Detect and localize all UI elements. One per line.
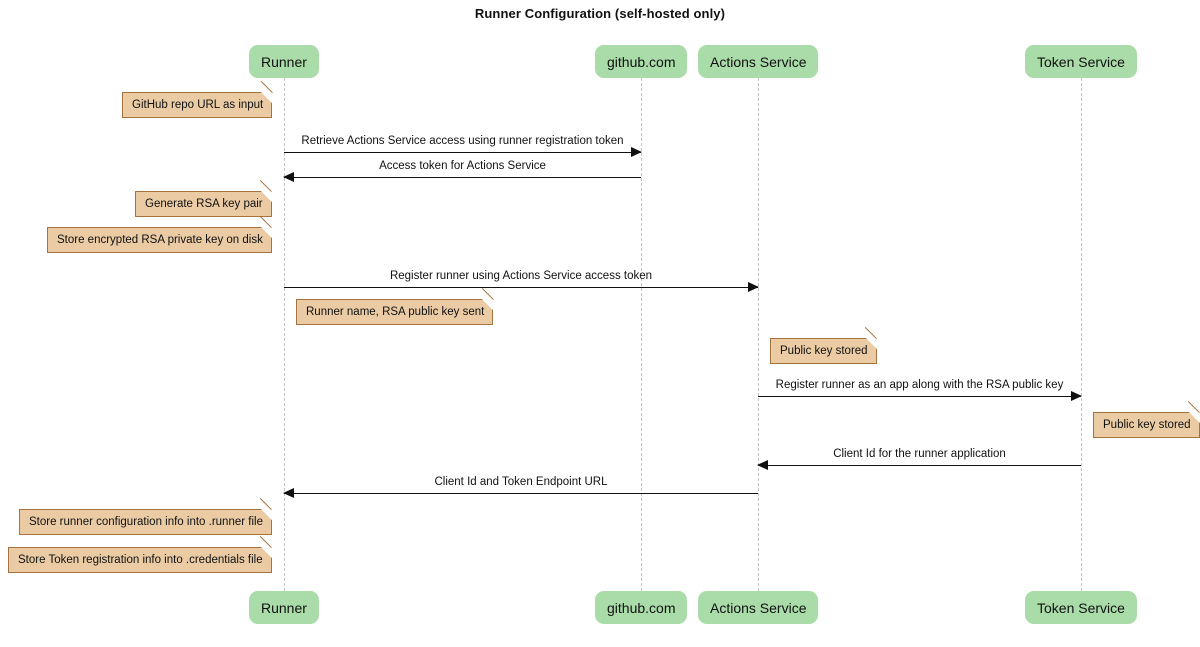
note-label: Store encrypted RSA private key on disk <box>57 234 263 246</box>
arrowhead-right-icon <box>748 282 759 292</box>
participant-label: Token Service <box>1037 599 1125 616</box>
participant-bottom-actions[interactable]: Actions Service <box>698 591 819 624</box>
message-label: Retrieve Actions Service access using ru… <box>301 135 624 147</box>
note-fold-line <box>481 288 494 300</box>
note-fold-edge <box>260 227 272 238</box>
note-n6: Public key stored <box>1093 401 1200 438</box>
participant-label: github.com <box>607 53 676 70</box>
note-label: GitHub repo URL as input <box>132 99 264 111</box>
note-label: Public key stored <box>1103 419 1191 431</box>
message-label: Access token for Actions Service <box>379 160 546 172</box>
message-m2[interactable]: Access token for Actions Service <box>283 160 641 182</box>
participant-label: Actions Service <box>710 599 807 616</box>
arrowhead-left-icon <box>757 460 768 470</box>
arrowhead-right-icon <box>1071 391 1082 401</box>
participant-label: github.com <box>607 599 676 616</box>
note-n7: Store runner configuration info into .ru… <box>19 498 272 535</box>
note-label: Store runner configuration info into .ru… <box>29 516 263 528</box>
message-line <box>758 396 1081 397</box>
note-n1: GitHub repo URL as input <box>122 81 273 118</box>
note-label: Public key stored <box>780 345 868 357</box>
participant-top-actions[interactable]: Actions Service <box>698 45 819 78</box>
participant-bottom-runner[interactable]: Runner <box>249 591 319 624</box>
note-fold-line <box>1187 401 1200 413</box>
note-fold-line <box>260 498 272 510</box>
message-m1[interactable]: Retrieve Actions Service access using ru… <box>284 135 642 157</box>
arrowhead-left-icon <box>283 488 294 498</box>
note-fold-edge <box>260 509 272 520</box>
note-label: Store Token registration info into .cred… <box>18 554 263 566</box>
message-m6[interactable]: Client Id and Token Endpoint URL <box>283 476 758 498</box>
note-fold-edge <box>261 92 273 103</box>
lifeline-actions <box>758 78 759 591</box>
message-line <box>758 465 1081 466</box>
participant-label: Runner <box>261 53 307 70</box>
participant-top-runner[interactable]: Runner <box>249 45 319 78</box>
note-label: Runner name, RSA public key sent <box>306 306 485 318</box>
message-line <box>284 287 758 288</box>
participant-label: Actions Service <box>710 53 807 70</box>
message-line <box>284 152 641 153</box>
message-m3[interactable]: Register runner using Actions Service ac… <box>284 270 759 292</box>
message-label: Client Id for the runner application <box>833 448 1006 460</box>
message-m5[interactable]: Client Id for the runner application <box>757 448 1081 470</box>
participant-bottom-token[interactable]: Token Service <box>1025 591 1137 624</box>
message-label: Register runner as an app along with the… <box>775 379 1064 391</box>
page-title: Runner Configuration (self-hosted only) <box>474 6 726 21</box>
note-fold-line <box>260 81 273 93</box>
message-m4[interactable]: Register runner as an app along with the… <box>758 379 1082 401</box>
participant-bottom-github[interactable]: github.com <box>595 591 688 624</box>
message-line <box>284 493 758 494</box>
note-fold-edge <box>482 299 494 310</box>
note-fold-edge <box>260 191 272 202</box>
message-label: Client Id and Token Endpoint URL <box>434 476 608 488</box>
arrowhead-left-icon <box>283 172 294 182</box>
participant-top-token[interactable]: Token Service <box>1025 45 1137 78</box>
note-fold-edge <box>1188 412 1200 423</box>
participant-top-github[interactable]: github.com <box>595 45 688 78</box>
message-label: Register runner using Actions Service ac… <box>389 270 653 282</box>
note-fold-line <box>260 216 272 228</box>
note-fold-edge <box>260 547 272 558</box>
note-n8: Store Token registration info into .cred… <box>8 536 272 573</box>
arrowhead-right-icon <box>631 147 642 157</box>
lifeline-github <box>641 78 642 591</box>
lifeline-runner <box>284 78 285 591</box>
note-fold-edge <box>865 338 877 349</box>
note-n4: Runner name, RSA public key sent <box>296 288 494 325</box>
note-n2: Generate RSA key pair <box>135 180 272 217</box>
note-fold-line <box>259 536 272 548</box>
lifeline-token <box>1081 78 1082 591</box>
participant-label: Runner <box>261 599 307 616</box>
participant-label: Token Service <box>1037 53 1125 70</box>
note-n3: Store encrypted RSA private key on disk <box>47 216 272 253</box>
note-n5: Public key stored <box>770 327 877 364</box>
message-line <box>284 177 641 178</box>
note-fold-line <box>864 327 877 339</box>
note-fold-line <box>259 180 272 192</box>
note-label: Generate RSA key pair <box>145 198 263 210</box>
